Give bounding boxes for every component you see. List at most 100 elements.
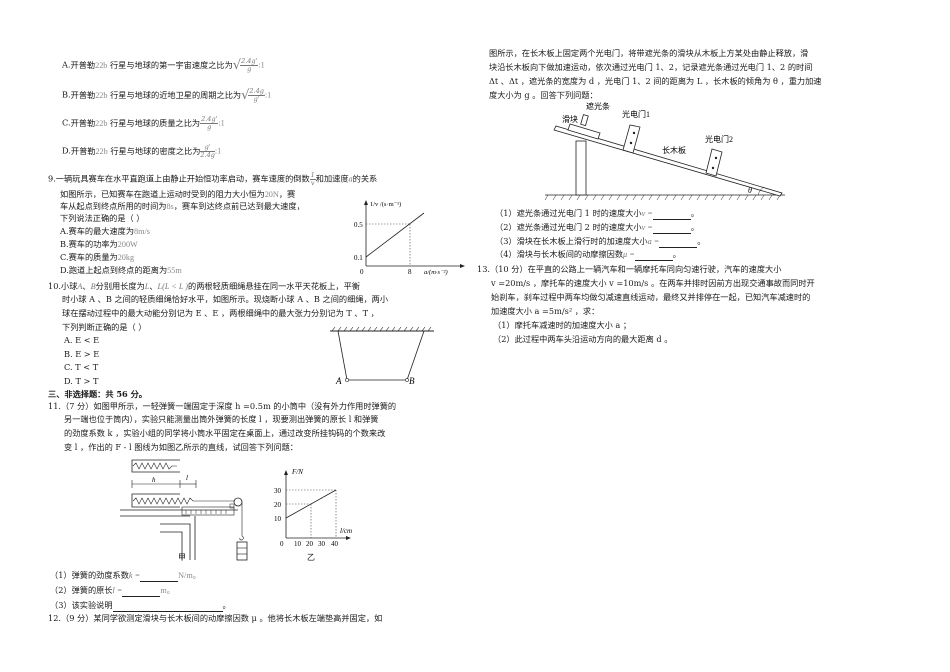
svg-text:0: 0 [280,540,284,548]
ratio-suffix: :1 [218,118,225,128]
svg-text:F/N: F/N [291,468,303,476]
option-label: A.赛车的最大速度为 [60,226,135,236]
q9-stem-line3: 车从起点到终点所用的时间为8s，赛车到达终点前已达到最大速度， [60,201,305,212]
answer-blank-conclusion[interactable] [112,600,223,612]
right-column: 图所示，在长木板上固定两个光电门，将带遮光条的滑块从木板上方某处由静止释放，滑 … [475,0,950,672]
option-text: 开普勒22b 行星与地球的第一宇宙速度之比为 [70,59,233,70]
svg-text:θ: θ [748,186,752,195]
svg-text:30: 30 [274,487,282,495]
svg-text:长木板: 长木板 [662,145,686,155]
q9-text: 的关系 [352,173,378,184]
q9-text: 9.一辆玩具赛车在水平直跑道上由静止开始恒功率启动，赛车速度的倒数 [48,173,310,184]
q12-sub4: （4）滑块与长木板间的动摩擦因数μ = 。 [495,249,681,261]
svg-text:遮光条: 遮光条 [586,101,610,111]
fraction: 2.4g'g [240,57,259,73]
q12-cont-line4: 度大小为 g 。回答下列问题： [489,90,598,100]
option-label: D.跑道上起点到终点的距离为 [60,265,168,275]
var-a: a [348,174,353,184]
q9-text: ，赛 [278,189,296,199]
q9-stem-line2: 如图所示，已知赛车在跑道上运动时受到的阻力大小恒为20N，赛 [60,189,295,200]
q11-sub2: （2）弹簧的原长l = m。 [50,585,175,597]
svg-text:10: 10 [294,540,302,548]
ratio-suffix: :1 [214,146,222,156]
option-value: 55m [167,266,182,275]
q13-line1: 13.（10 分）在平直的公路上一辆汽车和一辆摩托车同向匀速行驶，汽车的速度大小 [477,264,782,274]
option-label: C.赛车的质量为 [60,252,118,262]
q10-line2: 时小球 A 、B 之间的轻质细绳恰好水平，如图所示。现烧断小球 A 、B 之间的… [62,294,389,304]
sqrt-symbol: √ [241,88,250,103]
svg-text:20: 20 [306,540,314,548]
q12-sub3: （3）滑块在长木板上滑行时的加速度大小a = 。 [495,236,706,248]
option-text: 开普勒22b 行星与地球的质量之比为 [70,117,201,128]
q12-sub2: （2）遮光条通过光电门 2 时的速度大小v = 。 [495,222,700,234]
q12-incline-photogate-figure: 遮光条 滑块 光电门1 光电门2 长木板 θ [544,101,785,201]
answer-blank-v1[interactable] [652,208,691,220]
fraction: 2.4g'g [200,115,219,131]
q12-sub1: （1）遮光条通过光电门 1 时的速度大小v = 。 [495,208,700,220]
svg-text:B: B [409,376,415,386]
q9-option-c: C.赛车的质量为20kg [60,252,134,263]
option-value: 200W [117,240,138,249]
option-value: 8m/s [134,227,150,236]
option-text: 开普勒22b 行星与地球的近地卫星的周期之比为 [70,89,242,100]
option-label: D. [62,145,71,156]
svg-text:l/cm: l/cm [340,527,352,535]
svg-text:10: 10 [274,515,282,523]
q13-line4: 加速度大小 a =5m/s² ，求： [491,306,600,316]
q11-line2: 另一端也位于筒内），实验只能测量出筒外弹簧的长度 l ，现要测出弹簧的原长 l … [64,414,379,424]
q10-option-b: B. E > E [64,349,100,359]
svg-text:0: 0 [360,268,364,276]
q9-option-b: B.赛车的功率为200W [60,239,138,250]
answer-blank-a[interactable] [659,236,698,248]
q10-option-d: D. T > T [64,376,99,386]
q12-cont-line1: 图所示，在长木板上固定两个光电门，将带遮光条的滑块从木板上方某处由静止释放，滑 [489,48,809,58]
left-column: A.开普勒22b 行星与地球的第一宇宙速度之比为√2.4g'g:1 B.开普勒2… [48,57,465,623]
ratio-suffix: :1 [264,90,272,100]
q13-sub1: （1）摩托车减速时的加速度大小 a ； [493,320,632,330]
q11-sub1: （1）弹簧的劲度系数k = N/m。 [50,570,201,582]
q11-fig-a-label: 甲 [178,553,186,562]
value: 8s [166,202,174,211]
q9-stem-line4: 下列说法正确的是（ ） [60,213,145,223]
option-value: 20kg [117,253,135,262]
q9-text: 车从起点到终点所用的时间为 [60,201,167,211]
q10-line3: 球在摆动过程中的最大动能分别记为 E 、E ，两根细绳中的最大张力分别记为 T … [62,308,379,318]
svg-text:光电门1: 光电门1 [622,109,650,119]
q11-spring-apparatus-figure: h l [120,459,248,561]
q11-fig-b-label: 乙 [307,553,315,562]
q12-cont-line2: 块沿长木板向下做加速运动，依次通过光电门 1、2，记录遮光条通过光电门 1、2 … [489,62,813,72]
svg-text:l: l [186,474,188,482]
q9-text: 和加速度 [315,173,349,184]
svg-text:A: A [335,376,342,386]
q10-line4: 下列判断正确的是（ ） [62,322,147,332]
svg-text:0.5: 0.5 [354,221,363,229]
svg-text:1/v /(s·m⁻¹): 1/v /(s·m⁻¹) [370,201,401,208]
svg-text:30: 30 [318,540,326,548]
q9-option-a: A.赛车的最大速度为8m/s [60,226,150,237]
answer-blank-k[interactable] [140,570,179,582]
answer-blank-mu[interactable] [634,249,673,261]
q10-option-c: C. T < T [64,362,99,372]
q12-line1: 12.（9 分）某同学欲测定滑块与长木板间的动摩擦因数 μ 。他将长木板左端垫高… [48,613,383,623]
q12-cont-line3: Δt 、Δt ，遮光条的宽度为 d ，光电门 1、2 间的距离为 L ，长木板的… [489,76,822,86]
q11-line4: 变 l ，作出的 F - l 图线为如图乙所示的直线，试回答下列问题： [64,442,298,452]
svg-text:光电门2: 光电门2 [705,134,733,144]
q11-force-length-graph: 30 20 10 0 10 20 30 40 F/N l/cm [274,468,352,548]
option-label: B.赛车的功率为 [60,239,118,249]
q11-line3: 的劲度系数 k ，实验小组的同学将小筒水平固定在桌面上，通过改变所挂钩码的个数来… [64,428,386,438]
answer-blank-l0[interactable] [122,585,161,597]
section3-title: 三、非选择题：共 56 分。 [48,389,147,399]
ratio-suffix: :1 [258,60,265,70]
option-label: A. [62,59,71,70]
answer-blank-v2[interactable] [652,222,691,234]
q13-line3: 始刹车，刹车过程中两车均做匀减速直线运动，最终又并排停在一起，已知汽车减速时的 [491,292,811,302]
q10-option-a: A. E < E [64,335,100,345]
svg-text:40: 40 [331,540,339,548]
option-text: 开普勒22b 行星与地球的密度之比为 [70,145,201,156]
q10-line1: 10.小球A、B分别用长度为L、L(L < L )的两根轻质细绳悬挂在同一水平天… [48,281,360,291]
option-label: B. [62,89,71,100]
